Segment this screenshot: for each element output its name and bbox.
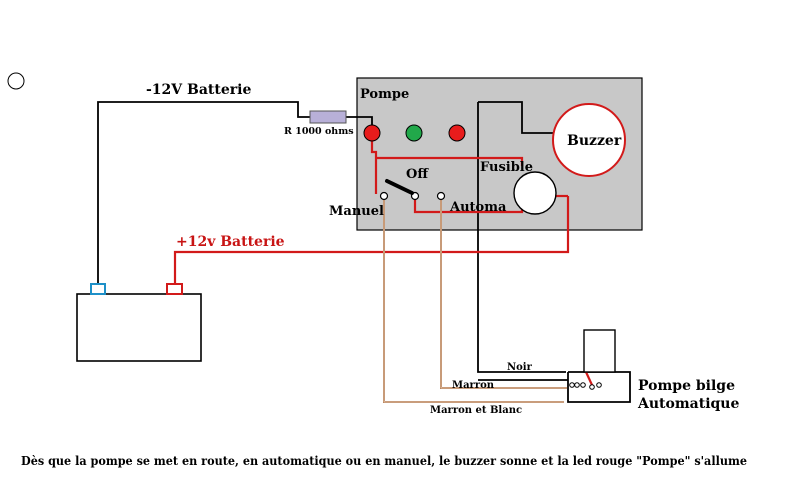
battery-terminal-negative [90, 283, 106, 295]
wire-resistor-to-led [346, 116, 373, 127]
battery-terminal-positive [166, 283, 183, 295]
caption: Dès que la pompe se met en route, en aut… [21, 453, 747, 468]
label-switch-off: Off [406, 167, 429, 182]
pump-terminal [589, 384, 595, 390]
led-green [405, 124, 423, 142]
pump-terminal [569, 382, 575, 388]
switch-lever [385, 179, 414, 195]
pump-terminal [580, 382, 586, 388]
label-fuse: Fusible [480, 160, 533, 175]
wire-common-down [477, 102, 566, 373]
label-pump-panel: Pompe [360, 87, 409, 102]
led-red-pump [363, 124, 381, 142]
pump-terminal [596, 382, 602, 388]
wire-red-to-pump [585, 371, 593, 386]
wire-led-to-switch [370, 136, 378, 194]
wire-common-to-buzzer [478, 101, 555, 134]
label-switch-manual: Manuel [329, 204, 384, 219]
resistor [309, 110, 347, 124]
pump-terminal [574, 382, 580, 388]
label-wire-brown: Marron [452, 380, 495, 391]
label-neg-battery: -12V Batterie [146, 82, 251, 98]
stray-circle [7, 72, 25, 90]
switch-terminal-auto [436, 191, 446, 201]
label-pos-battery: +12v Batterie [176, 234, 285, 250]
wire-pos-battery [173, 196, 570, 284]
label-switch-auto: Automa [449, 200, 507, 215]
switch-terminal-manual [379, 191, 389, 201]
label-bilge-pump-auto: Automatique [637, 396, 739, 412]
led-red-alarm [448, 124, 466, 142]
buzzer [552, 103, 626, 177]
label-wire-brown-white: Marron et Blanc [430, 405, 522, 416]
battery [76, 293, 202, 362]
fuse [513, 171, 557, 215]
red-wires [173, 136, 593, 386]
label-bilge-pump: Pompe bilge [638, 378, 735, 394]
bilge-pump-motor [583, 329, 616, 373]
label-wire-black: Noir [507, 362, 533, 373]
label-buzzer: Buzzer [567, 133, 622, 149]
wire-buzzer-feed [376, 156, 524, 166]
brown-wires-inner [383, 196, 567, 403]
wire-neg-battery [97, 101, 310, 284]
label-resistor: R 1000 ohms [284, 126, 354, 137]
